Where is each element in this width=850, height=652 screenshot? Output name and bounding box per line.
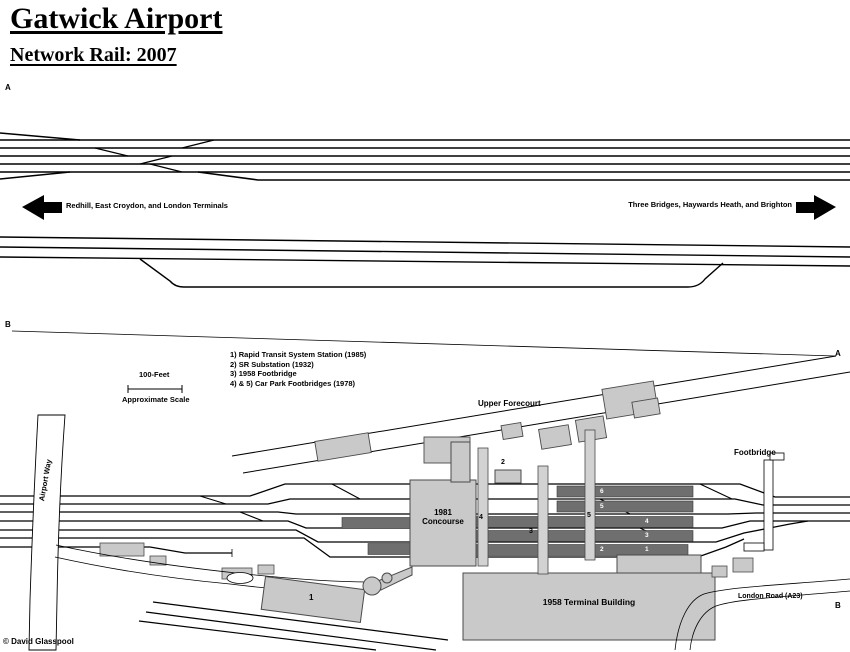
rapid-transit-station [260, 566, 413, 623]
legend-item: 2) SR Substation (1932) [230, 359, 314, 369]
left-arrow-icon [22, 195, 62, 220]
platform-number: 4 [645, 518, 649, 525]
platform-bar [474, 516, 694, 528]
platform-number: 1 [645, 546, 649, 553]
platform-bar [474, 530, 694, 542]
page-subtitle: Network Rail: 2007 [10, 44, 177, 66]
airport-way-road [28, 414, 66, 651]
legend-item: 1) Rapid Transit System Station (1985) [230, 350, 367, 359]
legend-ref-car-park-footbridge-west: 4 [479, 514, 483, 521]
east-footbridge-landing [769, 452, 785, 461]
terminal-upper-block [616, 554, 702, 575]
scale-note-label: Approximate Scale [122, 395, 190, 404]
walkway-tower [381, 572, 393, 584]
upper-loop-line [139, 258, 724, 288]
platform-number: 2 [600, 546, 604, 553]
building [99, 542, 145, 557]
concourse-building [409, 479, 477, 567]
concourse-label: 1981 Concourse [422, 508, 464, 527]
copyright-notice: © David Glasspool [3, 637, 74, 646]
roundabout [226, 572, 254, 584]
terminal-label: 1958 Terminal Building [542, 597, 636, 607]
legend: 1) Rapid Transit System Station (1985) 2… [230, 350, 366, 388]
legend-item: 3) 1958 Footbridge [230, 369, 297, 379]
direction-arrows [22, 195, 836, 220]
platform-bar [474, 544, 689, 556]
forecourt-building [631, 397, 661, 419]
section-marker-a-upper: A [5, 83, 11, 92]
page-title: Gatwick Airport [10, 2, 223, 35]
right-arrow-icon [796, 195, 836, 220]
building [257, 564, 275, 575]
section-marker-b-lower: B [835, 601, 841, 610]
east-footbridge-landing [743, 542, 765, 552]
forecourt-building [500, 421, 524, 441]
terminal-building [462, 572, 716, 641]
platform-bar [556, 485, 694, 498]
upper-extra-line [197, 171, 850, 181]
car-park-footbridge-west [477, 447, 489, 567]
platform-number: 6 [600, 488, 604, 495]
legend-ref-substation: 2 [501, 459, 505, 466]
upper-slow-lines [0, 236, 850, 267]
building [711, 565, 728, 578]
building [149, 555, 167, 566]
legend-item: 4) & 5) Car Park Footbridges (1978) [230, 378, 356, 388]
platform-number: 3 [645, 532, 649, 539]
platform-bar [556, 500, 694, 513]
lower-station-map [0, 355, 850, 651]
platforms [341, 485, 694, 556]
upper-left-merges [0, 132, 81, 180]
rapid-transit-station-building [260, 576, 366, 623]
car-park-footbridge-east [584, 429, 596, 561]
forecourt-building [314, 432, 372, 462]
crossing-footbridges [477, 429, 596, 575]
forecourt-walkway [450, 441, 471, 483]
direction-label-west: Redhill, East Croydon, and London Termin… [66, 201, 228, 210]
legend-ref-rapid-transit: 1 [309, 593, 314, 602]
legend-ref-footbridge-1958: 3 [529, 528, 533, 535]
london-road [674, 578, 850, 651]
building [732, 557, 754, 573]
upper-main-lines [0, 139, 850, 173]
section-marker-b-upper: B [5, 320, 11, 329]
east-footbridge-span [763, 459, 774, 551]
upper-crossovers [94, 139, 215, 173]
scale-bar [127, 385, 183, 393]
footbridge-label: Footbridge [734, 448, 776, 457]
upper-forecourt-label: Upper Forecourt [478, 399, 541, 408]
upper-track-diagram [0, 132, 850, 288]
section-match-line [11, 330, 836, 357]
east-footbridge [743, 452, 785, 552]
sr-substation-building [494, 469, 522, 484]
station-buildings [409, 441, 716, 641]
forecourt-buildings [314, 380, 661, 464]
platform-number: 5 [600, 503, 604, 510]
rapid-transit-tracks [138, 601, 449, 651]
scale-distance-label: 100-Feet [139, 370, 170, 379]
footbridge-1958 [537, 465, 549, 575]
direction-label-east: Three Bridges, Haywards Heath, and Brigh… [628, 200, 792, 209]
legend-ref-car-park-footbridge-east: 5 [587, 512, 591, 519]
london-road-label: London Road (A23) [738, 593, 803, 600]
walkway-tower [362, 576, 382, 596]
forecourt-building [538, 424, 572, 450]
section-marker-a-lower: A [835, 349, 841, 358]
